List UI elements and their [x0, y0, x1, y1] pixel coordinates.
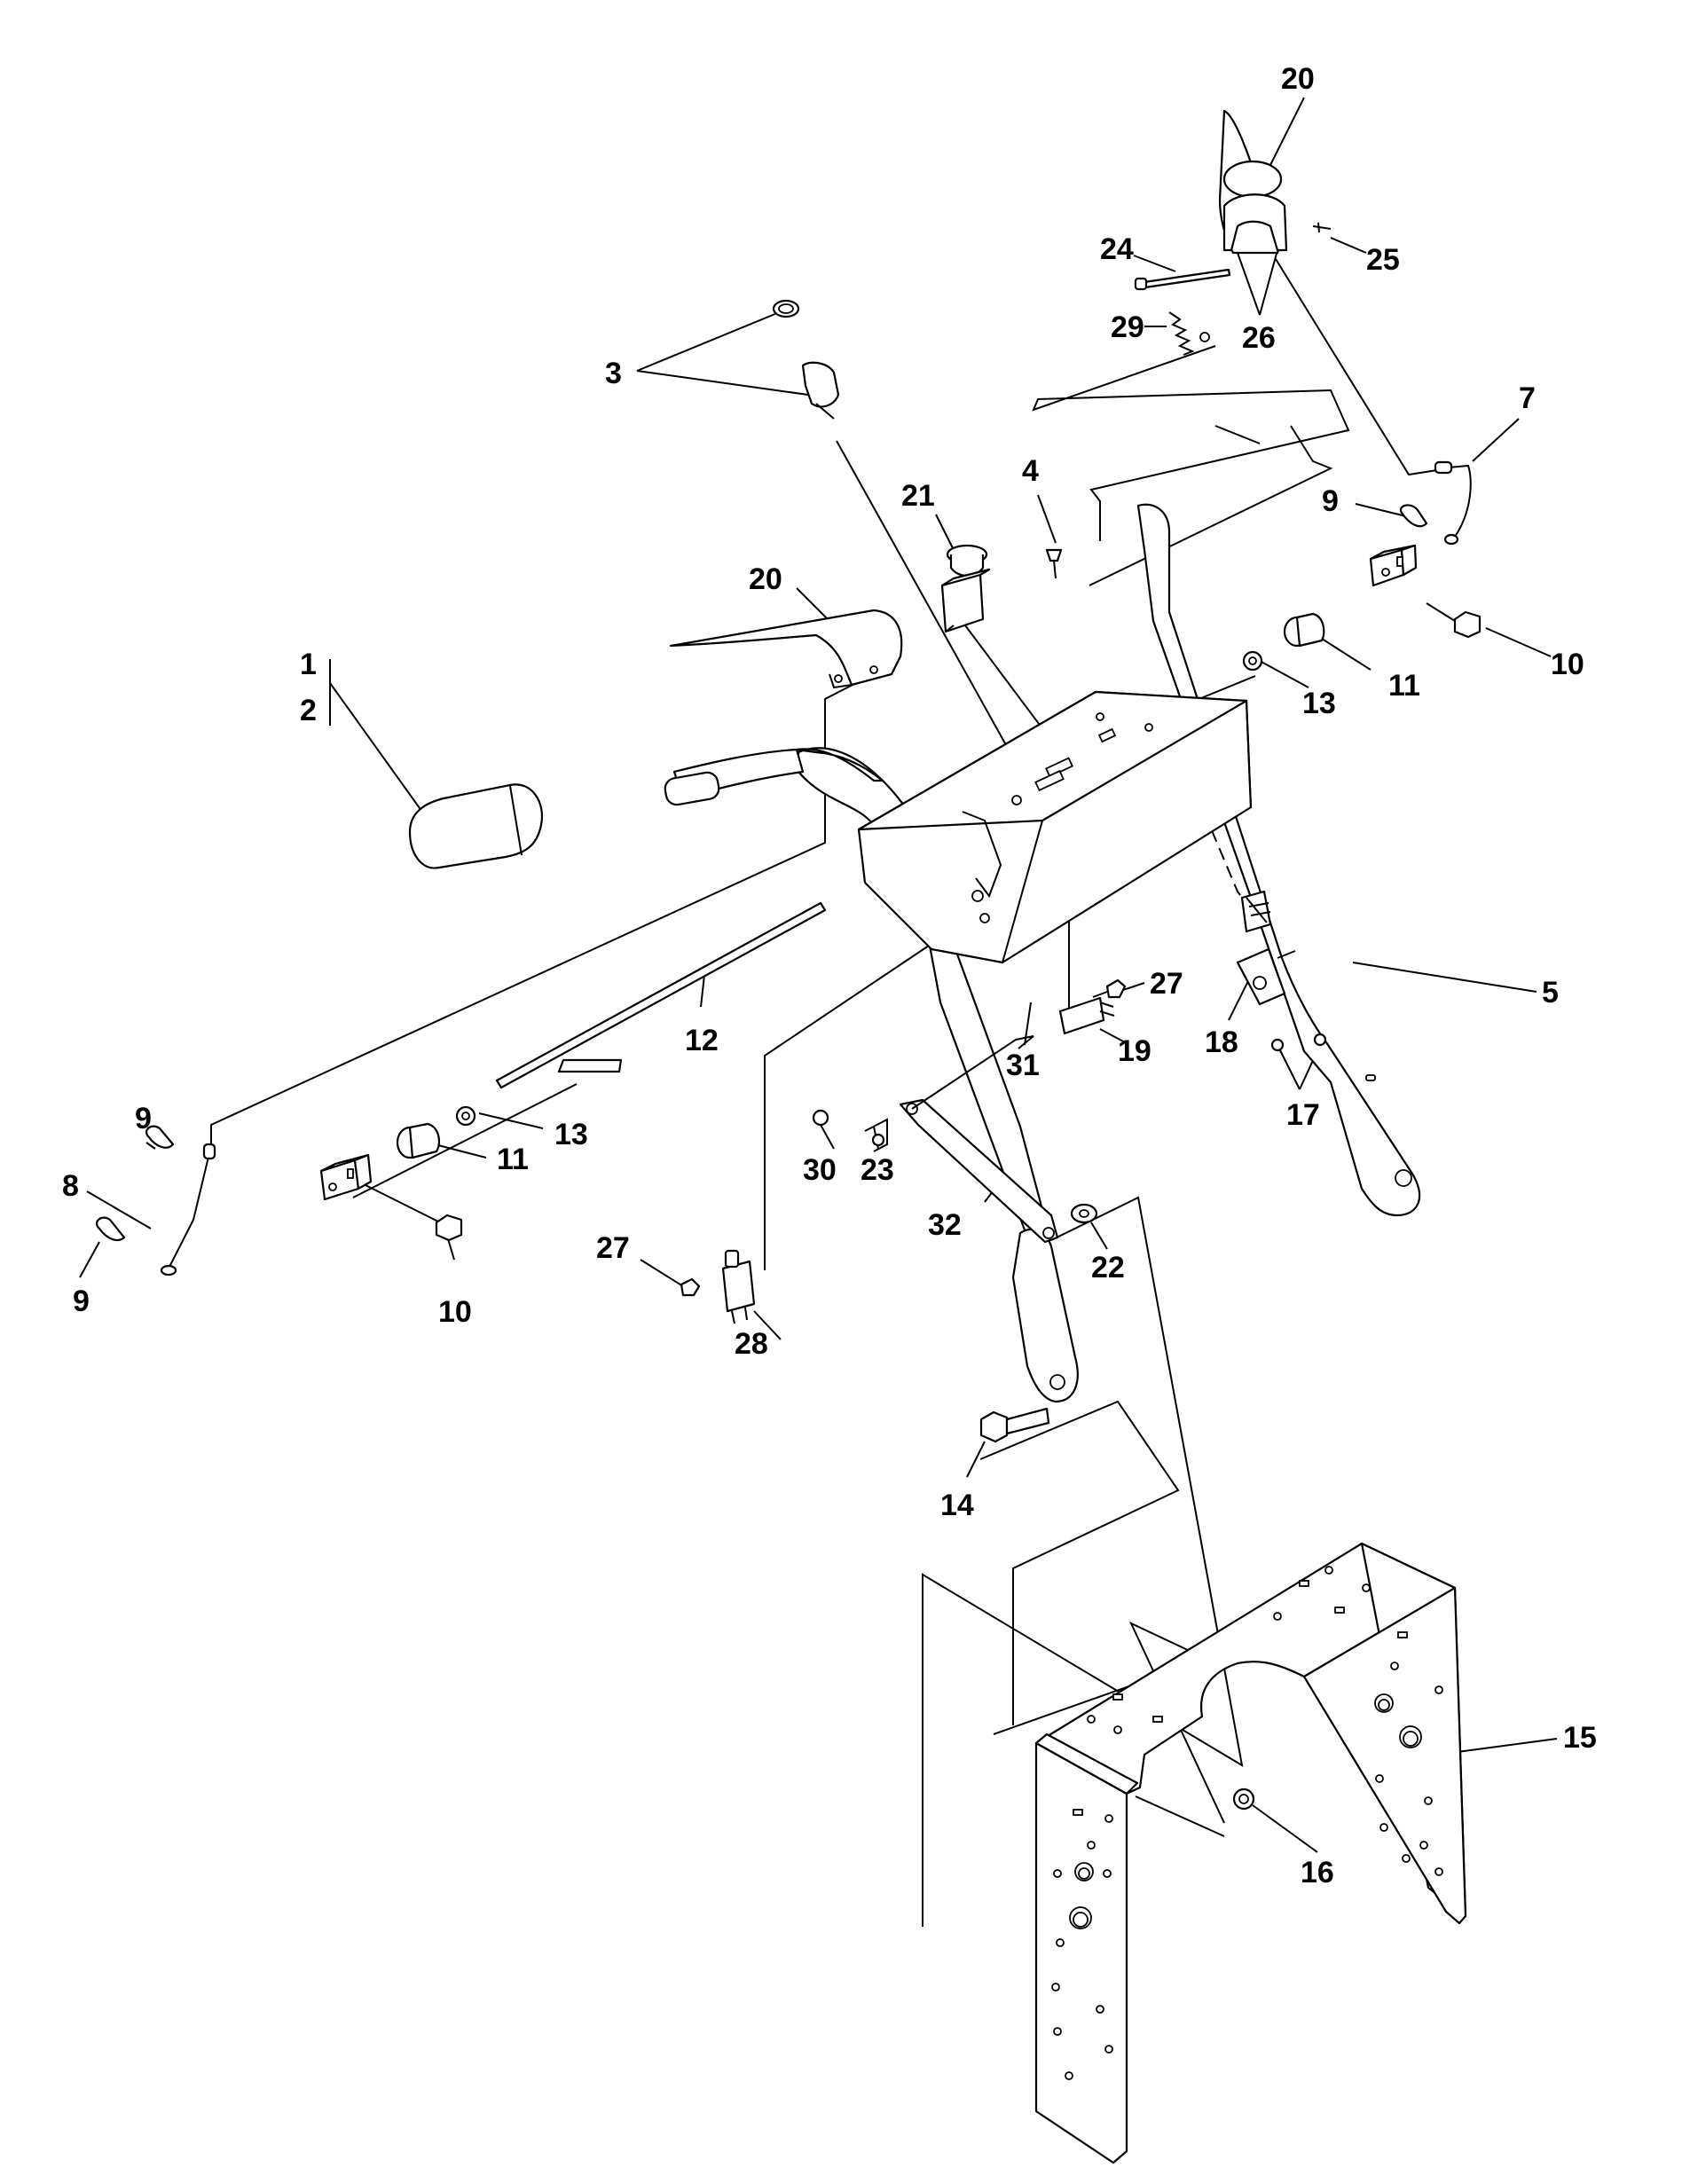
handle-grip-1-2: [408, 783, 544, 869]
switch-19: [1058, 996, 1115, 1035]
top-grip-assembly-20: [1134, 109, 1332, 356]
callout-12: 12: [685, 1024, 719, 1057]
shaft-12: [495, 901, 827, 1089]
callout-10-right: 10: [1551, 648, 1584, 681]
clip-9-left-top: [145, 1125, 175, 1149]
callout-24: 24: [1100, 232, 1134, 266]
callout-13-right: 13: [1302, 687, 1336, 720]
callout-labels: 1 2 3 4 5 7 8 9 9 9 10 10 11 11 12 13 13…: [62, 62, 1597, 1889]
callout-9-right: 9: [1322, 484, 1339, 518]
screw-27-upper: [1092, 978, 1127, 999]
callout-23: 23: [861, 1153, 894, 1187]
callout-2: 2: [300, 694, 317, 727]
callout-32: 32: [928, 1208, 962, 1242]
callout-29: 29: [1111, 310, 1144, 344]
callout-22: 22: [1091, 1251, 1125, 1284]
callout-17: 17: [1286, 1098, 1320, 1132]
switch-28: [721, 1249, 756, 1324]
bearing-right: [1242, 544, 1482, 672]
callout-8: 8: [62, 1169, 79, 1203]
key-switch-21: [940, 544, 991, 633]
callout-10-left: 10: [438, 1295, 472, 1329]
callout-3: 3: [605, 357, 622, 390]
callout-9-bottom-left: 9: [73, 1284, 90, 1318]
lever-32: [812, 1035, 1059, 1244]
bolt-14: [979, 1407, 1050, 1443]
callout-5: 5: [1542, 976, 1559, 1010]
control-panel: [857, 690, 1253, 964]
callout-20-left: 20: [749, 562, 782, 596]
callout-30: 30: [803, 1153, 837, 1187]
callout-28: 28: [735, 1327, 768, 1361]
callout-16: 16: [1301, 1856, 1334, 1889]
clip-9-left-bottom: [96, 1216, 126, 1242]
callout-11-right: 11: [1388, 669, 1420, 703]
bracket-15: [1034, 1542, 1467, 2164]
callout-21: 21: [901, 479, 935, 513]
callout-9-top-left: 9: [135, 1102, 152, 1135]
callout-15: 15: [1563, 1721, 1597, 1755]
switch-3: [772, 299, 840, 420]
callout-4: 4: [1022, 454, 1039, 488]
shield-20-left: [669, 609, 903, 689]
screw-4: [1045, 548, 1063, 579]
callout-26: 26: [1242, 321, 1276, 355]
callout-25: 25: [1366, 243, 1400, 277]
callout-31: 31: [1006, 1049, 1040, 1082]
clip-9-right: [1399, 504, 1428, 528]
callout-1: 1: [300, 648, 317, 681]
callout-11-left: 11: [497, 1143, 529, 1176]
callout-19: 19: [1118, 1034, 1151, 1068]
rod-7: [1434, 460, 1472, 546]
callout-14: 14: [940, 1489, 974, 1522]
screw-27-lower: [680, 1277, 701, 1297]
rod-8: [160, 1143, 216, 1277]
callout-20-top: 20: [1281, 62, 1315, 96]
callout-18: 18: [1205, 1025, 1238, 1059]
callout-27-upper: 27: [1150, 967, 1183, 1001]
washer-22: [1070, 1203, 1098, 1224]
callout-27-lower: 27: [596, 1231, 630, 1265]
callout-7: 7: [1519, 381, 1536, 415]
bearing-left: [319, 1105, 476, 1242]
callout-13-left: 13: [554, 1118, 588, 1151]
bracket-18: [1236, 890, 1327, 1052]
